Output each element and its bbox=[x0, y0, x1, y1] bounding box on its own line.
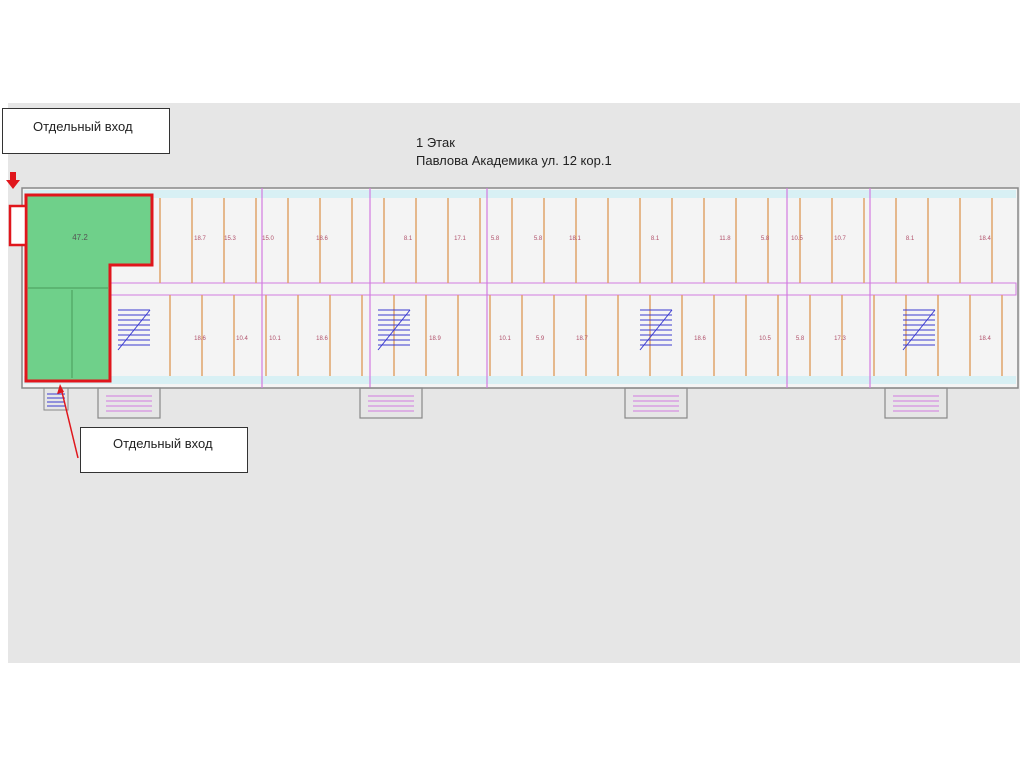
room-area-label: 18.9 bbox=[429, 336, 441, 342]
room-area-label: 18.6 bbox=[316, 236, 328, 242]
facade-strip bbox=[24, 376, 1016, 384]
room-area-label: 18.4 bbox=[979, 336, 991, 342]
room-area-label: 10.7 bbox=[834, 236, 846, 242]
room-area-label: 8.1 bbox=[404, 236, 413, 242]
red-arrow-head-icon bbox=[57, 384, 64, 394]
room-area-label: 10.4 bbox=[236, 336, 248, 342]
room-area-label: 18.6 bbox=[194, 336, 206, 342]
room-area-label: 18.6 bbox=[316, 336, 328, 342]
stair-flight bbox=[902, 309, 936, 351]
entrance-porch bbox=[884, 387, 948, 419]
room-area-label: 15.0 bbox=[262, 236, 274, 242]
room-area-label: 15.3 bbox=[224, 236, 236, 242]
room-area-label: 18.6 bbox=[694, 336, 706, 342]
callout-label: Отдельный вход bbox=[33, 119, 133, 134]
building-outline bbox=[21, 187, 1019, 389]
room-area-label: 5.9 bbox=[536, 336, 545, 342]
floor-label: 1 Этак bbox=[416, 135, 455, 150]
separate-entrance-callout-top: Отдельный вход bbox=[2, 108, 170, 154]
address-label: Павлова Академика ул. 12 кор.1 bbox=[416, 153, 612, 168]
room-area-label: 18.4 bbox=[979, 236, 991, 242]
red-arrow-down-icon bbox=[6, 172, 20, 189]
stair-flight bbox=[639, 309, 673, 351]
room-area-label: 10.1 bbox=[499, 336, 511, 342]
room-area-label: 17.3 bbox=[834, 336, 846, 342]
separate-entrance-callout-bottom: Отдельный вход bbox=[80, 427, 248, 473]
entrance-porch bbox=[359, 387, 423, 419]
stair-flight bbox=[117, 309, 151, 351]
room-area-label: 5.8 bbox=[534, 236, 543, 242]
room-area-label: 18.7 bbox=[576, 336, 588, 342]
plan-title: 1 Этак Павлова Академика ул. 12 кор.1 bbox=[416, 134, 612, 170]
entrance-porch bbox=[624, 387, 688, 419]
room-area-label: 5.8 bbox=[491, 236, 500, 242]
room-area-label: 8.1 bbox=[906, 236, 915, 242]
facade-strip bbox=[24, 190, 1016, 198]
room-area-label: 18.7 bbox=[194, 236, 206, 242]
room-area-label: 10.1 bbox=[269, 336, 281, 342]
stair-flight bbox=[377, 309, 411, 351]
room-area-label: 8.1 bbox=[651, 236, 660, 242]
room-area-label: 10.5 bbox=[791, 236, 803, 242]
entrance-porch bbox=[97, 387, 161, 419]
room-area-label: 17.1 bbox=[454, 236, 466, 242]
room-area-label: 10.5 bbox=[759, 336, 771, 342]
entrance-vestibule bbox=[8, 204, 28, 247]
room-area-label: 5.8 bbox=[796, 336, 805, 342]
callout-label: Отдельный вход bbox=[113, 436, 213, 451]
red-arrow-line bbox=[61, 391, 79, 459]
room-area-label: 5.8 bbox=[761, 236, 770, 242]
side-entrance-stair bbox=[43, 387, 69, 411]
room-area-label: 11.8 bbox=[719, 236, 731, 242]
premises-area: 47.2 bbox=[72, 233, 88, 242]
room-area-label: 18.1 bbox=[569, 236, 581, 242]
